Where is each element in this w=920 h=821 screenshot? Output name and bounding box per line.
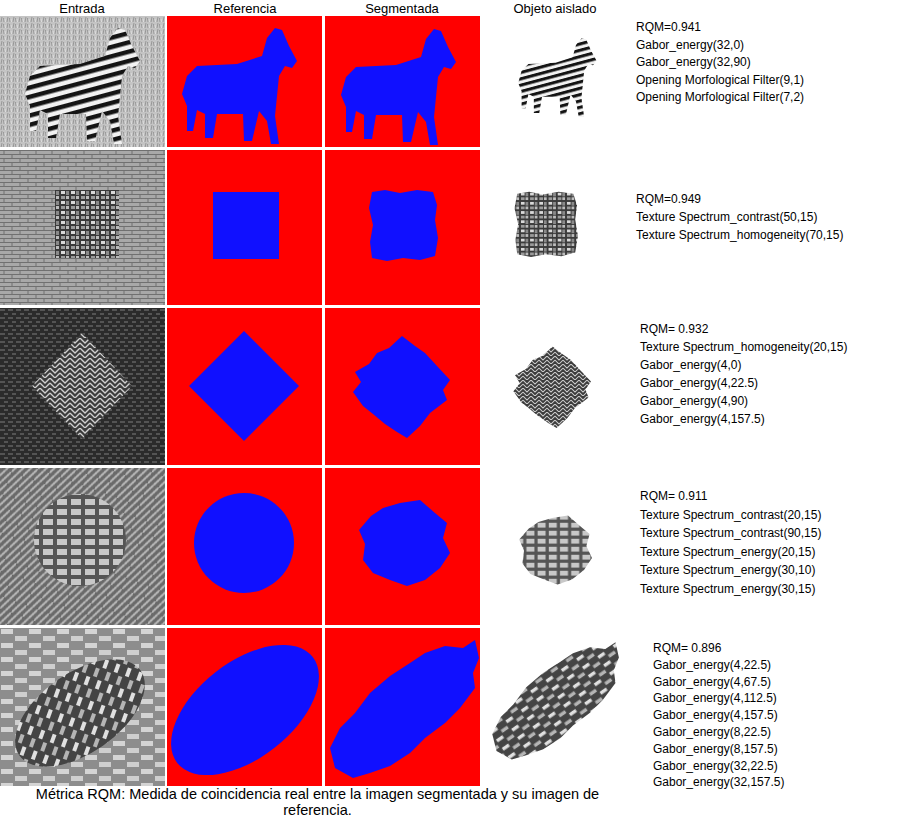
input-image [0, 468, 165, 625]
object-region [341, 29, 456, 145]
object-region [369, 190, 438, 261]
object-region [213, 192, 279, 259]
feature-label: Gabor_energy(32,157.5) [653, 775, 784, 789]
background-region [167, 16, 322, 147]
feature-label: Texture Spectrum_contrast(50,15) [636, 210, 817, 224]
reference-mask [167, 150, 322, 305]
background-region [167, 468, 322, 625]
column-header: Referencia [214, 1, 277, 17]
object-region [148, 619, 343, 801]
column-header: Entrada [59, 1, 105, 17]
segmented-mask [325, 628, 480, 786]
texture-background [0, 150, 165, 305]
feature-label: Texture Spectrum_energy(20,15) [640, 545, 815, 559]
reference-mask [148, 619, 343, 801]
reference-mask [167, 468, 322, 625]
column-header: Objeto aislado [513, 1, 596, 17]
input-image [0, 16, 165, 147]
feature-label: Texture Spectrum_homogeneity(20,15) [640, 340, 847, 354]
feature-label: Gabor_energy(4,0) [640, 358, 741, 372]
object-region [194, 493, 294, 593]
background-region [167, 308, 322, 465]
input-image [0, 628, 165, 788]
segmented-mask [325, 468, 480, 625]
metric-value: RQM= 0.911 [640, 489, 707, 503]
background-region [167, 150, 322, 305]
feature-label: Texture Spectrum_contrast(20,15) [640, 508, 821, 522]
feature-label: Texture Spectrum_energy(30,15) [640, 582, 815, 596]
isolated-object [518, 38, 596, 117]
metric-value: RQM=0.941 [636, 20, 701, 34]
feature-label: Opening Morfological Filter(9,1) [636, 73, 804, 87]
feature-label: Gabor_energy(8,22.5) [653, 725, 771, 739]
background-region [325, 468, 480, 625]
feature-label: Texture Spectrum_energy(30,10) [640, 563, 815, 577]
texture-object [0, 638, 164, 788]
background-region [325, 628, 480, 786]
feature-label: Gabor_energy(4,67.5) [653, 675, 771, 689]
background-region [325, 150, 480, 305]
isolated-object [492, 642, 619, 759]
isolated-object [514, 192, 577, 257]
object-region [182, 28, 297, 144]
background-region [325, 16, 480, 147]
feature-label: Gabor_energy(8,157.5) [653, 742, 778, 756]
feature-label: Opening Morfological Filter(7,2) [636, 90, 804, 104]
feature-label: Gabor_energy(4,22.5) [653, 658, 771, 672]
segmented-mask [325, 16, 480, 147]
texture-background [0, 308, 165, 465]
texture-background [0, 468, 165, 625]
feature-label: Gabor_energy(32,90) [636, 55, 751, 69]
texture-object [55, 190, 119, 258]
reference-mask [167, 308, 322, 465]
object-region [353, 336, 450, 438]
metric-value: RQM= 0.896 [653, 641, 721, 655]
feature-label: Gabor_energy(4,90) [640, 394, 748, 408]
feature-label: Gabor_energy(32,0) [636, 38, 744, 52]
texture-object [32, 333, 132, 439]
input-image [0, 308, 165, 465]
feature-label: Gabor_energy(4,157.5) [653, 708, 778, 722]
feature-label: Texture Spectrum_homogeneity(70,15) [636, 228, 843, 242]
column-header: Segmentada [365, 1, 439, 17]
texture-object [34, 494, 126, 586]
background-region [325, 308, 480, 465]
feature-label: Gabor_energy(4,22.5) [640, 376, 758, 390]
metric-value: RQM=0.949 [636, 192, 701, 206]
figure-caption: Métrica RQM: Medida de coincidencia real… [35, 786, 600, 818]
zebra-figure [25, 28, 140, 144]
feature-label: Gabor_energy(4,112.5) [653, 691, 777, 705]
feature-label: Gabor_energy(32,22.5) [653, 759, 778, 773]
metric-value: RQM= 0.932 [640, 322, 708, 336]
object-region [189, 331, 299, 441]
segmented-mask [325, 150, 480, 305]
grass-background [0, 16, 165, 147]
isolated-object [519, 516, 592, 585]
object-region [330, 640, 479, 778]
feature-label: Texture Spectrum_contrast(90,15) [640, 526, 821, 540]
feature-label: Gabor_energy(4,157.5) [640, 412, 765, 426]
reference-mask [167, 16, 322, 147]
segmented-mask [325, 308, 480, 465]
object-region [359, 500, 450, 586]
isolated-object [513, 346, 591, 428]
input-image [0, 150, 165, 305]
